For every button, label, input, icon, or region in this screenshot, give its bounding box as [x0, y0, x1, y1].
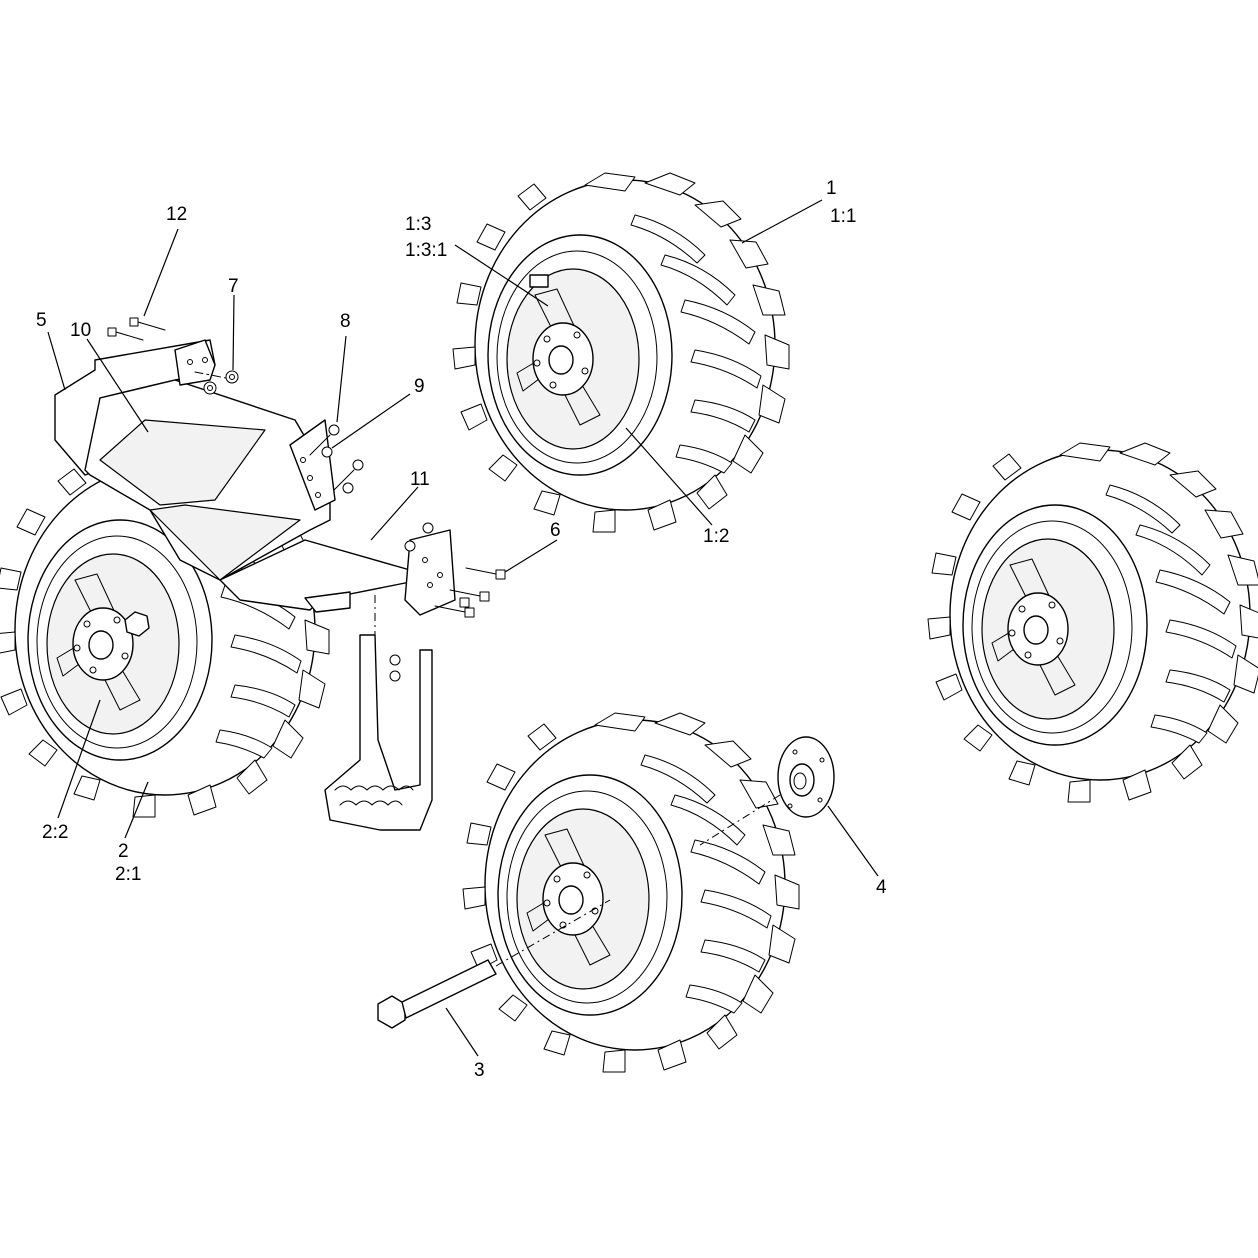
nut-7: [225, 370, 239, 384]
hub-plate: [699, 736, 835, 846]
axle-bolt: [377, 899, 611, 1029]
callout-9: 9: [414, 376, 425, 397]
callout-6: 6: [550, 520, 561, 541]
hardware-fasteners: [107, 317, 506, 682]
nut-7b: [203, 381, 217, 395]
wheel-assembly-bottom: [462, 712, 800, 1073]
callout-3: 3: [474, 1060, 485, 1081]
callout-1-3-1: 1:3:1: [405, 240, 447, 261]
callout-10: 10: [70, 320, 91, 341]
bolt-6b: [449, 589, 490, 602]
callout-2-2: 2:2: [42, 822, 68, 843]
leader-lines: [47, 199, 879, 1057]
callout-labels: 1 1:1 1:3 1:3:1 1:2 12 7 5 10 8 9 11 6 2…: [36, 178, 887, 1081]
callout-1-3: 1:3: [405, 214, 431, 235]
hitch-bracket: [404, 529, 456, 616]
callout-1: 1: [826, 178, 837, 199]
knob-8b: [333, 459, 364, 491]
wheel-assembly-2: [0, 457, 330, 818]
callout-11: 11: [410, 469, 430, 490]
callout-1-1: 1:1: [830, 206, 856, 227]
knob-8: [309, 424, 340, 456]
foot-step: [324, 595, 433, 831]
callout-2: 2: [118, 841, 129, 862]
bolt-6c: [434, 605, 475, 618]
nut-9b: [342, 482, 354, 494]
callout-2-1: 2:1: [115, 864, 141, 885]
bolt-12b: [107, 327, 144, 341]
callout-1-2: 1:2: [703, 526, 729, 547]
wheel-assembly-right: [927, 442, 1258, 803]
wheel-assembly-1: [452, 172, 790, 533]
callout-8: 8: [340, 311, 351, 332]
callout-7: 7: [228, 276, 239, 297]
bolt-6d: [459, 597, 470, 608]
bolt-12: [129, 317, 166, 331]
callout-4: 4: [876, 877, 887, 898]
callout-12: 12: [166, 204, 187, 225]
callout-5: 5: [36, 310, 47, 331]
bolt-6: [465, 567, 506, 580]
nut-9: [321, 446, 333, 458]
